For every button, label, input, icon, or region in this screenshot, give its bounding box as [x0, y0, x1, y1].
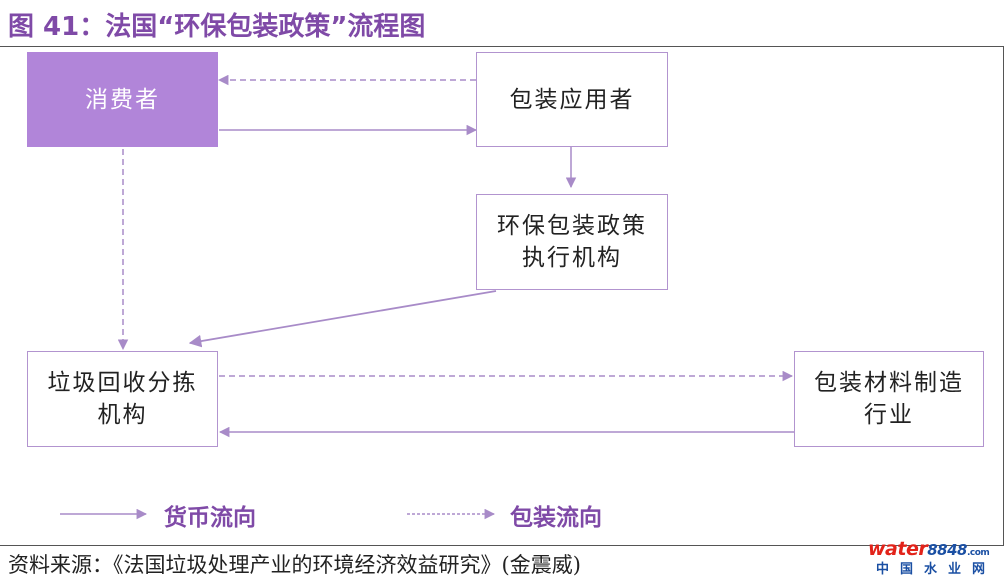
- node-manufacturing: 包装材料制造 行业: [794, 351, 984, 447]
- logo-subtitle: 中国水业网: [876, 562, 997, 577]
- source-divider: [0, 545, 1004, 546]
- node-recycling: 垃圾回收分拣 机构: [27, 351, 218, 447]
- node-consumer-label: 消费者: [85, 86, 160, 113]
- logo-wordmark: water8848.com: [868, 538, 998, 560]
- node-recycling-line2: 机构: [97, 402, 148, 428]
- legend-money-label: 货币流向: [164, 505, 256, 531]
- node-package-user-label: 包装应用者: [509, 86, 635, 113]
- logo-brand: water: [868, 538, 928, 560]
- node-policy-agency-line2: 执行机构: [522, 245, 622, 271]
- title-divider: [0, 46, 1004, 47]
- node-policy-agency: 环保包装政策 执行机构: [476, 194, 668, 290]
- node-package-user: 包装应用者: [476, 52, 668, 147]
- node-consumer: 消费者: [27, 52, 218, 147]
- node-manufacturing-line2: 行业: [864, 402, 914, 428]
- legend-package-label: 包装流向: [510, 505, 602, 531]
- arrow-policy-agency-to-recycling: [188, 290, 497, 348]
- watermark-logo: water8848.com 中国水业网: [868, 538, 998, 580]
- node-policy-agency-line1: 环保包装政策: [497, 213, 647, 239]
- source-note: 资料来源：《法国垃圾处理产业的环境经济效益研究》(金震威): [8, 553, 581, 577]
- logo-number: 8848: [927, 541, 967, 559]
- node-recycling-line1: 垃圾回收分拣: [47, 370, 198, 396]
- node-manufacturing-line1: 包装材料制造: [814, 370, 964, 396]
- logo-domain: .com: [966, 548, 990, 558]
- figure-title: 图 41：法国“环保包装政策”流程图: [8, 12, 426, 42]
